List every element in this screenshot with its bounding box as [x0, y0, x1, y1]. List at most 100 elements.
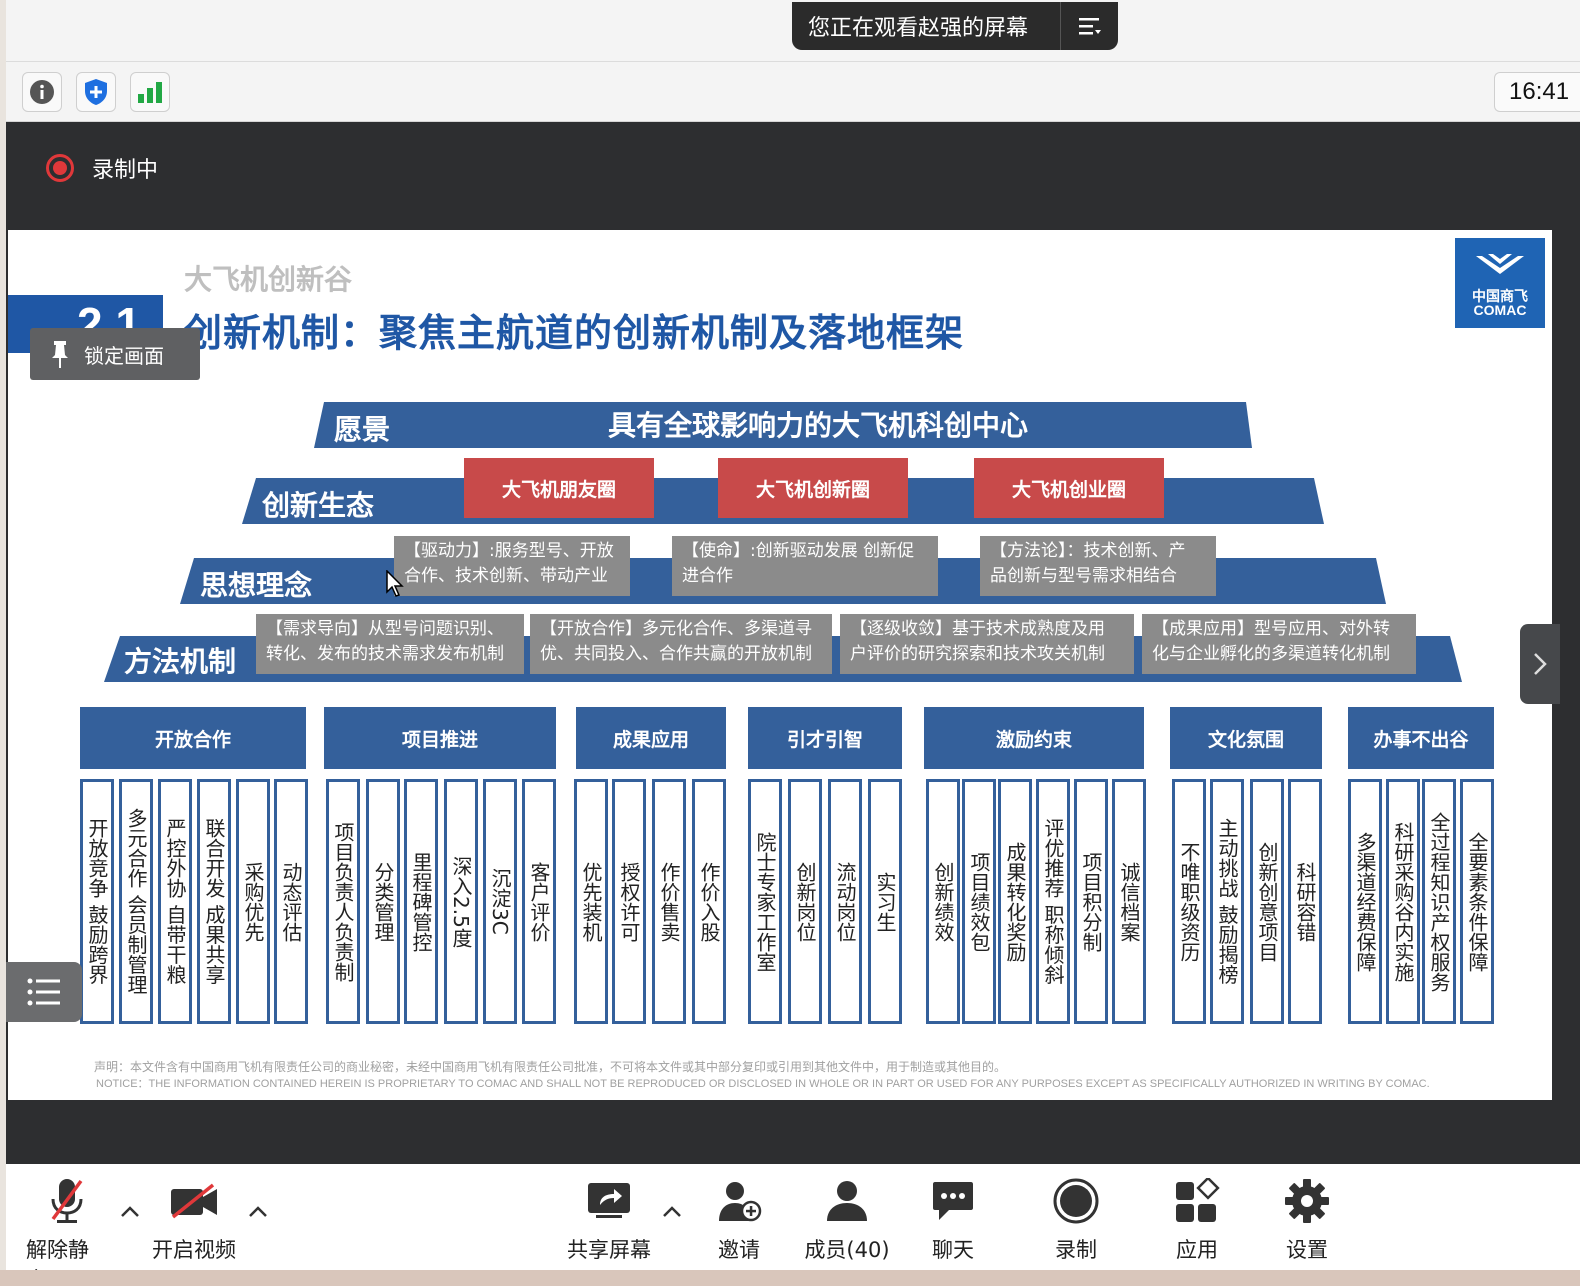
pillar-head-project: 项目推进 — [324, 707, 556, 769]
pillar-item: 多元合作 会员制管理 — [119, 779, 153, 1024]
info-icon[interactable] — [22, 72, 62, 112]
security-shield-icon[interactable] — [76, 72, 116, 112]
logo-cn: 中国商飞 — [1472, 289, 1528, 305]
list-menu-icon[interactable] — [6, 962, 82, 1022]
share-screen-label: 共享屏幕 — [567, 1238, 651, 1262]
meeting-window: 您正在观看赵强的屏幕 16:41 录制中 锁定画面 大飞机 — [6, 0, 1580, 1286]
pillar-item: 里程碑管控 — [404, 779, 438, 1024]
pillar-head-talent: 引才引智 — [748, 707, 902, 769]
record-button[interactable]: 录制 — [1050, 1176, 1102, 1264]
members-icon — [825, 1176, 869, 1226]
video-options-chevron-icon[interactable] — [248, 1204, 268, 1218]
invite-user-icon — [715, 1176, 763, 1226]
pillar-item: 实习生 — [868, 779, 902, 1024]
pillar-item: 创新创意项目 — [1250, 779, 1284, 1024]
pillar-item: 沉淀3C — [483, 779, 517, 1024]
method-box-application: 【成果应用】型号应用、对外转化与企业孵化的多渠道转化机制 — [1142, 614, 1416, 674]
settings-label: 设置 — [1286, 1238, 1328, 1262]
members-button[interactable]: 成员(40) — [804, 1176, 890, 1264]
shared-screen-area: 录制中 锁定画面 大飞机创新谷 2.1 创新机制：聚焦主航道的创新机制及落地框架… — [6, 122, 1580, 1164]
status-bar: 16:41 — [6, 62, 1580, 122]
philosophy-label: 思想理念 — [200, 569, 313, 602]
method-box-converge: 【逐级收敛】基于技术成熟度及用户评价的研究探索和技术攻关机制 — [840, 614, 1134, 674]
share-screen-icon — [584, 1176, 634, 1226]
pillar-item: 项目绩效包 — [962, 779, 996, 1024]
slide-subtitle: 大飞机创新谷 — [184, 263, 353, 296]
pillar-item: 多渠道经费保障 — [1348, 779, 1382, 1024]
pillar-head-culture: 文化氛围 — [1170, 707, 1322, 769]
chat-button[interactable]: 聊天 — [928, 1176, 978, 1264]
members-label: 成员(40) — [804, 1238, 890, 1262]
pillar-item: 分类管理 — [366, 779, 400, 1024]
apps-label: 应用 — [1176, 1238, 1218, 1262]
pillar-item: 创新绩效 — [926, 779, 960, 1024]
pillar-item: 诚信档案 — [1112, 779, 1146, 1024]
record-icon — [1052, 1176, 1100, 1226]
lock-view-button[interactable]: 锁定画面 — [30, 328, 200, 380]
ecology-box-friends: 大飞机朋友圈 — [464, 458, 654, 518]
start-video-button[interactable]: 开启视频 — [152, 1176, 236, 1264]
ecology-box-innovation: 大飞机创新圈 — [718, 458, 908, 518]
recording-indicator: 录制中 — [46, 152, 158, 184]
camera-off-icon — [169, 1176, 219, 1226]
invite-label: 邀请 — [718, 1238, 760, 1262]
mouse-cursor-icon — [386, 570, 404, 597]
share-screen-button[interactable]: 共享屏幕 — [566, 1176, 652, 1264]
mic-muted-icon — [47, 1176, 87, 1226]
philosophy-box-method: 【方法论】：技术创新、产品创新与型号需求相结合 — [980, 536, 1216, 596]
next-panel-chevron-icon[interactable] — [1520, 624, 1560, 704]
philosophy-box-mission: 【使命】:创新驱动发展 创新促进合作 — [672, 536, 938, 596]
notice-en: NOTICE：THE INFORMATION CONTAINED HEREIN … — [96, 1078, 1430, 1090]
pillar-item: 优先装机 — [574, 779, 608, 1024]
viewing-banner: 您正在观看赵强的屏幕 — [792, 2, 1118, 50]
signal-strength-icon[interactable] — [130, 72, 170, 112]
pillar-head-incentive: 激励约束 — [924, 707, 1144, 769]
pillar-item: 开放竞争 鼓励跨界 — [80, 779, 114, 1024]
pillar-item: 作价入股 — [692, 779, 726, 1024]
pillar-item: 客户评价 — [522, 779, 556, 1024]
pin-icon — [52, 341, 68, 368]
apps-grid-icon — [1174, 1176, 1220, 1226]
pillar-head-results: 成果应用 — [576, 707, 726, 769]
apps-button[interactable]: 应用 — [1172, 1176, 1222, 1264]
settings-button[interactable]: 设置 — [1282, 1176, 1332, 1264]
slide-title: 创新机制：聚焦主航道的创新机制及落地框架 — [184, 311, 965, 355]
view-options-icon[interactable] — [1061, 15, 1118, 37]
pillar-item: 项目负责人负责制 — [326, 779, 360, 1024]
method-box-demand: 【需求导向】从型号问题识别、转化、发布的技术需求发布机制 — [256, 614, 524, 674]
gear-icon — [1284, 1176, 1330, 1226]
pillar-item: 不唯职级资历 — [1172, 779, 1206, 1024]
lock-view-label: 锁定画面 — [84, 343, 164, 368]
pillar-item: 创新岗位 — [788, 779, 822, 1024]
pillar-item: 深入2.5度 — [444, 779, 478, 1024]
pillar-head-open-cooperation: 开放合作 — [80, 707, 306, 769]
vision-label: 愿景 — [334, 413, 391, 446]
vision-text: 具有全球影响力的大飞机科创中心 — [608, 409, 1029, 442]
ecology-box-startup: 大飞机创业圈 — [974, 458, 1164, 518]
recording-label: 录制中 — [92, 158, 159, 183]
comac-logo: 中国商飞 COMAC — [1455, 238, 1545, 328]
method-box-open: 【开放合作】多元化合作、多渠道寻优、共同投入、合作共赢的开放机制 — [530, 614, 832, 674]
pillar-item: 主动挑战 鼓励揭榜 — [1210, 779, 1244, 1024]
pillar-item: 流动岗位 — [828, 779, 862, 1024]
pillar-item: 科研采购谷内实施 — [1386, 779, 1420, 1024]
pillar-item: 成果转化奖励 — [998, 779, 1032, 1024]
pillar-item: 评优推荐 职称倾斜 — [1036, 779, 1070, 1024]
pillar-head-services: 办事不出谷 — [1348, 707, 1494, 769]
start-video-label: 开启视频 — [152, 1238, 236, 1262]
chat-bubble-icon — [931, 1176, 975, 1226]
recording-dot-icon — [46, 154, 74, 182]
pillar-item: 严控外协 自带干粮 — [158, 779, 192, 1024]
pillar-item: 全要素条件保障 — [1460, 779, 1494, 1024]
share-options-chevron-icon[interactable] — [662, 1204, 682, 1218]
pillar-item: 全过程知识产权服务 — [1422, 779, 1456, 1024]
ecology-label: 创新生态 — [262, 489, 375, 522]
logo-en: COMAC — [1473, 302, 1527, 318]
shared-slide: 锁定画面 大飞机创新谷 2.1 创新机制：聚焦主航道的创新机制及落地框架 中国商… — [8, 230, 1552, 1100]
invite-button[interactable]: 邀请 — [712, 1176, 766, 1264]
method-label: 方法机制 — [124, 645, 237, 678]
audio-options-chevron-icon[interactable] — [120, 1204, 140, 1218]
record-label: 录制 — [1055, 1238, 1097, 1262]
viewing-text: 您正在观看赵强的屏幕 — [808, 16, 1029, 41]
notice-cn: 声明：本文件含有中国商用飞机有限责任公司的商业秘密，未经中国商用飞机有限责任公司… — [94, 1060, 1007, 1074]
